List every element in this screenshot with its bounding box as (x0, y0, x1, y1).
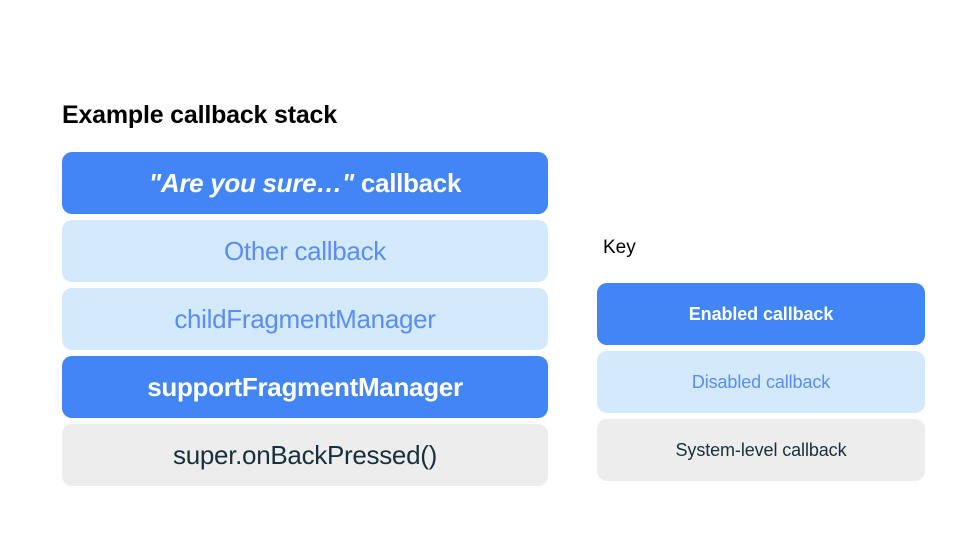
stack-bar-label-quoted: "Are you sure…" (148, 168, 354, 198)
stack-bar-other-callback: Other callback (62, 220, 548, 282)
key-item-label: System-level callback (675, 440, 847, 460)
key-item-disabled-callback: Disabled callback (597, 351, 925, 413)
callback-stack-section: Example callback stack "Are you sure…" c… (62, 100, 548, 486)
stack-bar-label: "Are you sure…" callback (148, 168, 462, 198)
key-title: Key (603, 237, 636, 258)
callback-stack-title: Example callback stack (62, 101, 337, 129)
key-item-enabled-callback: Enabled callback (597, 283, 925, 345)
stack-bar-support-fragment-manager: supportFragmentManager (62, 356, 548, 418)
stack-bar-label: supportFragmentManager (147, 372, 463, 402)
stack-bar-are-you-sure-callback: "Are you sure…" callback (62, 152, 548, 214)
key-legend-section: Key Enabled callback Disabled callback S… (597, 236, 925, 481)
stack-bar-label: Other callback (224, 236, 386, 266)
stack-bar-label: super.onBackPressed() (173, 440, 437, 470)
key-item-system-level-callback: System-level callback (597, 419, 925, 481)
stack-bar-label-rest: callback (353, 168, 462, 198)
stack-bar-label: childFragmentManager (174, 304, 436, 334)
stack-bar-super-on-back-pressed: super.onBackPressed() (62, 424, 548, 486)
stack-bar-child-fragment-manager: childFragmentManager (62, 288, 548, 350)
key-item-label: Enabled callback (688, 304, 834, 324)
key-item-label: Disabled callback (691, 372, 831, 392)
